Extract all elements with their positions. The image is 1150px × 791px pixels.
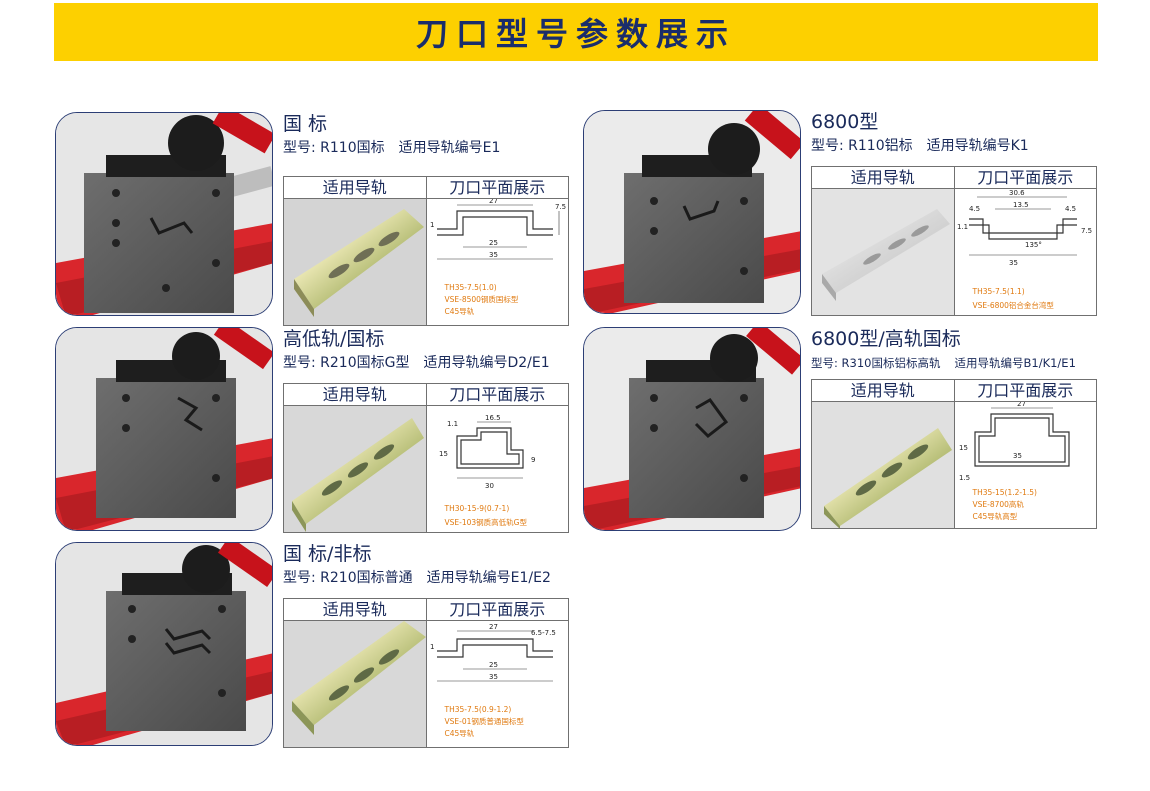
svg-text:7.5: 7.5: [555, 203, 566, 211]
svg-text:15: 15: [959, 444, 968, 452]
rail-header: 适用导轨: [812, 167, 954, 189]
card-name: 高低轨/国标: [283, 328, 385, 350]
svg-text:35: 35: [489, 251, 498, 259]
drawing-label-3: C45导轨: [444, 307, 475, 316]
svg-text:1.5: 1.5: [959, 474, 970, 482]
rail-image: [812, 402, 954, 528]
svg-text:1.1: 1.1: [957, 223, 968, 231]
rail-number-text: 适用导轨编号D2/E1: [423, 355, 550, 371]
svg-text:27: 27: [489, 199, 498, 205]
card-specs: 型号: R210国标G型适用导轨编号D2/E1: [283, 353, 573, 373]
drawing-label-2: VSE-103钢质高低轨G型: [444, 518, 527, 527]
rail-header: 适用导轨: [284, 384, 426, 406]
svg-text:35: 35: [1013, 452, 1022, 460]
cutter-drawing: 27 35 15 1.5 TH35-15(1.2-1.5) VSE-8700高轨…: [955, 402, 1097, 528]
rail-header: 适用导轨: [812, 380, 954, 402]
rail-header: 适用导轨: [284, 599, 426, 621]
rail-image: [284, 199, 426, 325]
drawing-header: 刀口平面展示: [426, 384, 568, 406]
cutter-photo: [55, 542, 273, 746]
cutter-drawing: 27 25 35 6.5-7.5 1 TH35-7.5(0.9-1.2) VSE…: [427, 621, 569, 747]
cutter-photo: [583, 110, 801, 314]
svg-text:13.5: 13.5: [1013, 201, 1029, 209]
rail-number-text: 适用导轨编号E1/E2: [426, 570, 551, 586]
page-title: 刀口型号参数展示: [415, 15, 736, 53]
cutter-drawing: 27 25 35 7.5 1 TH35-7.5(1.0) VSE-8500钢质国…: [427, 199, 569, 325]
drawing-label-2: VSE-8700高轨: [972, 500, 1024, 509]
svg-text:9: 9: [531, 456, 535, 464]
svg-text:6.5-7.5: 6.5-7.5: [531, 629, 556, 637]
drawing-label-2: VSE-6800铝合金台湾型: [972, 301, 1054, 310]
drawing-label-3: C45导轨: [444, 729, 475, 738]
svg-text:27: 27: [489, 623, 498, 631]
svg-text:1: 1: [430, 221, 434, 229]
svg-text:4.5: 4.5: [1065, 205, 1076, 213]
drawing-label-2: VSE-8500钢质国标型: [444, 295, 519, 304]
spec-table: 适用导轨 刀口平面展示: [283, 176, 569, 326]
card-name: 国 标/非标: [283, 543, 372, 565]
svg-text:16.5: 16.5: [485, 414, 501, 422]
card-specs: 型号: R110铝标适用导轨编号K1: [811, 136, 1101, 156]
spec-table: 适用导轨 刀口平面展示 27 35: [811, 379, 1097, 529]
title-banner: 刀口型号参数展示: [54, 3, 1098, 61]
cutter-photo: [55, 112, 273, 316]
cutter-drawing: 16.5 30 9 15 1.1 TH30-15-9(0.7-1) VSE-10…: [427, 406, 569, 532]
drawing-label-1: TH35-7.5(0.9-1.2): [444, 705, 512, 714]
drawing-header: 刀口平面展示: [954, 167, 1096, 189]
svg-text:1: 1: [430, 643, 434, 651]
rail-header: 适用导轨: [284, 177, 426, 199]
svg-text:4.5: 4.5: [969, 205, 980, 213]
svg-text:35: 35: [1009, 259, 1018, 267]
drawing-label-1: TH35-15(1.2-1.5): [972, 488, 1037, 497]
svg-text:25: 25: [489, 661, 498, 669]
drawing-label-1: TH30-15-9(0.7-1): [444, 504, 510, 513]
card-name: 国 标: [283, 113, 328, 135]
svg-text:135°: 135°: [1025, 241, 1042, 249]
spec-table: 适用导轨 刀口平面展示: [283, 598, 569, 748]
card-specs: 型号: R110国标适用导轨编号E1: [283, 138, 573, 158]
card-specs: 型号: R310国标铝标高轨适用导轨编号B1/K1/E1: [811, 353, 1101, 373]
model-text: 型号: R210国标普通: [283, 570, 413, 586]
model-text: 型号: R310国标铝标高轨: [811, 356, 941, 370]
svg-text:7.5: 7.5: [1081, 227, 1092, 235]
rail-image: [284, 621, 426, 747]
svg-text:27: 27: [1017, 402, 1026, 408]
rail-image: [812, 189, 954, 315]
drawing-header: 刀口平面展示: [426, 177, 568, 199]
drawing-header: 刀口平面展示: [426, 599, 568, 621]
drawing-label-1: TH35-7.5(1.1): [972, 287, 1025, 296]
drawing-label-3: C45导轨高型: [972, 512, 1018, 521]
model-text: 型号: R110铝标: [811, 138, 913, 154]
rail-number-text: 适用导轨编号B1/K1/E1: [954, 356, 1076, 370]
cutter-photo: [583, 327, 801, 531]
spec-table: 适用导轨 刀口平面展示: [811, 166, 1097, 316]
drawing-label-2: VSE-01钢质普通国标型: [444, 717, 524, 726]
svg-text:1.1: 1.1: [447, 420, 458, 428]
rail-number-text: 适用导轨编号E1: [398, 140, 501, 156]
svg-text:30.6: 30.6: [1009, 189, 1025, 197]
card-name: 6800型: [811, 111, 879, 133]
card-specs: 型号: R210国标普通适用导轨编号E1/E2: [283, 568, 573, 588]
model-text: 型号: R210国标G型: [283, 355, 410, 371]
svg-text:25: 25: [489, 239, 498, 247]
svg-text:35: 35: [489, 673, 498, 681]
drawing-label-1: TH35-7.5(1.0): [444, 283, 497, 292]
model-text: 型号: R110国标: [283, 140, 385, 156]
spec-table: 适用导轨 刀口平面展示 16.5: [283, 383, 569, 533]
cutter-photo: [55, 327, 273, 531]
cutter-drawing: 30.6 13.5 4.5 4.5 35 135° 7.5 1.1 TH35-7…: [955, 189, 1097, 315]
svg-text:15: 15: [439, 450, 448, 458]
card-name: 6800型/高轨国标: [811, 328, 961, 350]
rail-number-text: 适用导轨编号K1: [926, 138, 1029, 154]
svg-text:30: 30: [485, 482, 494, 490]
rail-image: [284, 406, 426, 532]
drawing-header: 刀口平面展示: [954, 380, 1096, 402]
